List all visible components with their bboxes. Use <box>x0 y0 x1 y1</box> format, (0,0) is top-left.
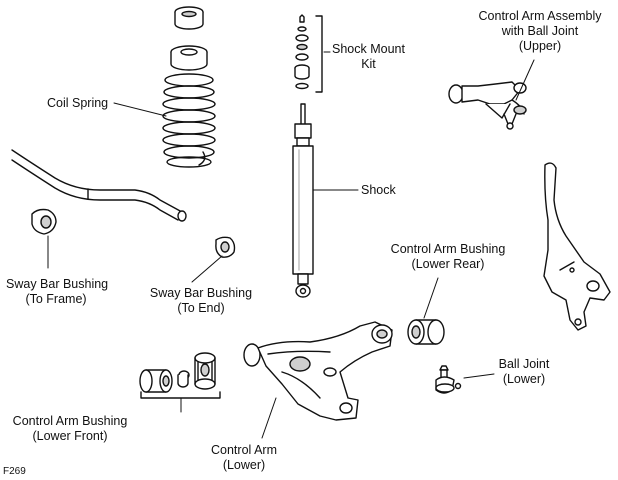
label-sway-bar-bushing-frame: Sway Bar Bushing (To Frame) <box>6 277 109 307</box>
label-control-arm-lower-line1: Control Arm <box>211 443 277 457</box>
label-shock-mount-kit: Shock Mount Kit <box>332 42 405 72</box>
label-sway-bar-bushing-frame-line1: Sway Bar Bushing <box>6 277 109 291</box>
steering-knuckle <box>543 162 611 331</box>
label-control-arm-bushing-lower-front: Control Arm Bushing (Lower Front) <box>4 414 136 444</box>
label-sway-bar-bushing-end-line1: Sway Bar Bushing <box>149 286 253 300</box>
label-shock: Shock <box>361 183 396 197</box>
label-upper-control-arm: Control Arm Assembly with Ball Joint (Up… <box>470 9 610 54</box>
shock-absorber <box>292 103 314 298</box>
label-sway-bar-bushing-frame-line2: (To Frame) <box>25 292 87 306</box>
control-arm-bushings-lower-front <box>139 352 216 393</box>
leader-lines <box>47 51 535 439</box>
figure-id: F269 <box>3 466 26 477</box>
shock-mount-kit <box>294 14 310 90</box>
label-lower-front-bushing-line2: (Lower Front) <box>32 429 108 443</box>
sway-bar-bushing-end <box>215 236 236 258</box>
lower-control-arm <box>243 321 393 421</box>
label-sway-bar-bushing-end: Sway Bar Bushing (To End) <box>146 286 256 316</box>
label-lower-rear-bushing-line2: (Lower Rear) <box>411 257 485 271</box>
label-upper-control-arm-line2: with Ball Joint <box>501 24 579 38</box>
label-upper-control-arm-line3: (Upper) <box>518 39 562 53</box>
ball-joint-lower <box>435 365 462 394</box>
spring-isolator <box>170 45 208 71</box>
label-lower-rear-bushing-line1: Control Arm Bushing <box>390 242 506 256</box>
label-ball-joint-lower-line1: Ball Joint <box>498 357 550 371</box>
label-upper-control-arm-line1: Control Arm Assembly <box>478 9 602 23</box>
label-shock-mount-kit-line1: Shock Mount <box>332 42 405 56</box>
control-arm-bushing-lower-rear <box>407 319 445 345</box>
label-control-arm-lower: Control Arm (Lower) <box>204 443 284 473</box>
label-control-arm-bushing-lower-rear: Control Arm Bushing (Lower Rear) <box>386 242 510 272</box>
label-lower-front-bushing-line1: Control Arm Bushing <box>12 414 128 428</box>
label-shock-mount-kit-line2: Kit <box>361 57 376 71</box>
sway-bar <box>11 149 187 222</box>
label-coil-spring: Coil Spring <box>47 96 109 110</box>
label-sway-bar-bushing-end-line2: (To End) <box>177 301 225 315</box>
label-ball-joint-lower: Ball Joint (Lower) <box>492 357 556 387</box>
spring-seat-upper <box>174 6 204 30</box>
shock-mount-bracket <box>315 15 323 93</box>
label-control-arm-lower-line2: (Lower) <box>222 458 266 472</box>
lower-front-bushing-bracket <box>140 391 221 399</box>
coil-spring <box>162 73 216 168</box>
label-ball-joint-lower-line2: (Lower) <box>502 372 546 386</box>
upper-control-arm <box>448 81 527 130</box>
sway-bar-bushing-frame <box>31 208 57 235</box>
